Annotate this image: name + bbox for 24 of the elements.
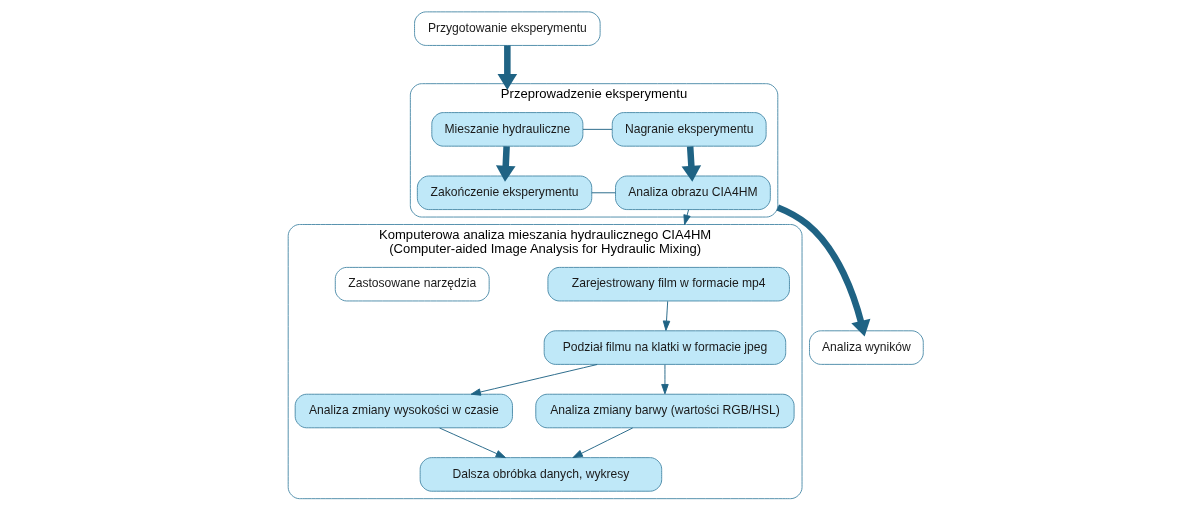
node-box: Nagranie eksperymentu [611,112,767,147]
arrow [495,146,516,182]
node-box: Mieszanie hydrauliczne [430,112,583,147]
node-box: Dalsza obróbka danych, wykresy [419,457,662,492]
node-box: Analiza zmiany barwy (wartości RGB/HSL) [534,393,795,429]
connector [590,192,616,194]
arrow [660,364,669,395]
arrow [470,364,598,396]
connector [582,128,612,130]
node-box: Zarejestrowany film w formacie mp4 [546,266,790,302]
arrow [681,146,701,182]
node-box: Analiza wyników [808,330,924,365]
arrow [572,427,633,459]
node-box: Podział filmu na klatki w formacie jpeg [543,330,786,365]
node-box: Zakończenie eksperymentu [416,175,592,211]
node-box: Analiza zmiany wysokości w czasie [294,393,513,429]
arrow [497,45,517,90]
node-box: Zastosowane narzędzia [334,266,490,302]
node-box: Przygotowanie eksperymentu [413,11,601,46]
arrow [438,427,506,459]
arrow [776,204,870,337]
node-box: Analiza obrazu CIA4HM [614,175,771,211]
arrow [662,300,670,331]
arrow [682,209,691,225]
